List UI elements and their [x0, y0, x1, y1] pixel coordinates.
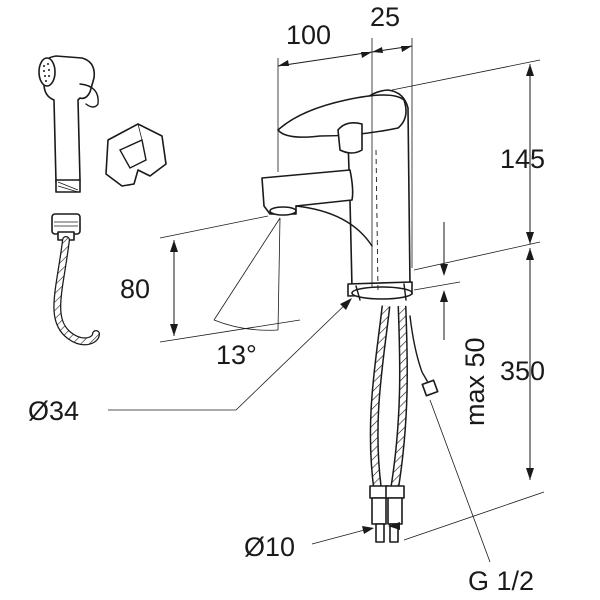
pipe-length-label: 350: [500, 356, 545, 386]
hand-shower: [38, 55, 99, 193]
shower-hose: [51, 213, 100, 346]
width-spout-label: 100: [286, 20, 331, 50]
wall-bracket: [105, 123, 167, 187]
supply-pipes: [369, 305, 439, 543]
pipe-diameter-label: Ø10: [244, 532, 295, 562]
dimension-lines: [108, 38, 545, 563]
width-body-label: 25: [370, 2, 400, 32]
max-thickness-label: max 50: [460, 337, 490, 426]
faucet-body: [261, 89, 413, 301]
height-top-label: 145: [500, 144, 545, 174]
thread-label: G 1/2: [468, 566, 534, 596]
hole-diameter-label: Ø34: [28, 396, 79, 426]
angle-label: 13°: [216, 340, 257, 370]
height-spout-label: 80: [120, 274, 150, 304]
